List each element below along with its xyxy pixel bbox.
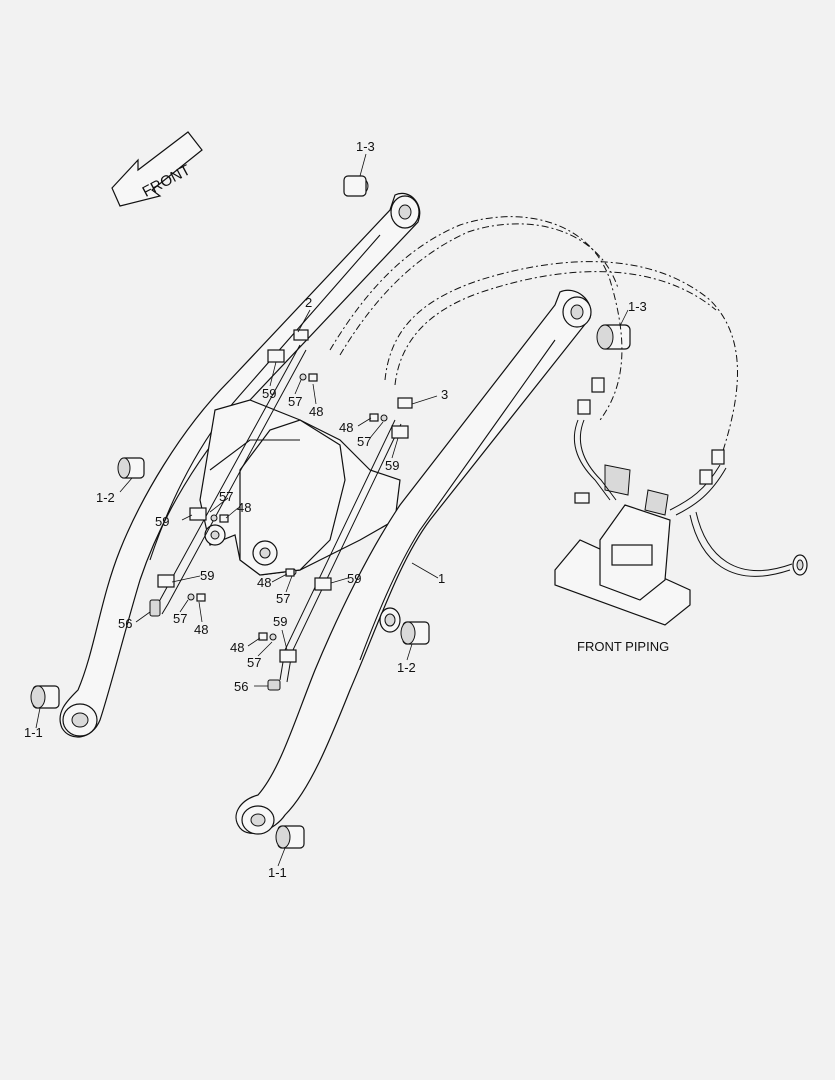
clamp-59-d xyxy=(391,425,409,439)
callout-57-a: 57 xyxy=(288,394,302,409)
hose-bracket-2 xyxy=(293,329,309,341)
callout-57-d: 57 xyxy=(173,611,187,626)
callout-59-f: 59 xyxy=(273,614,287,629)
callout-1: 1 xyxy=(438,571,445,586)
front-piping-caption: FRONT PIPING xyxy=(577,639,669,654)
pipe-fitting-56-right xyxy=(267,679,281,691)
callout-59-d: 59 xyxy=(200,568,214,583)
callout-1-3-right: 1-3 xyxy=(628,299,647,314)
callout-1-3-left: 1-3 xyxy=(356,139,375,154)
clamp-59-f xyxy=(279,649,297,663)
callout-56-a: 56 xyxy=(118,616,132,631)
front-piping-inset: FRONT PIPING xyxy=(554,377,808,654)
bushing-1-1-right xyxy=(275,825,305,849)
callout-48-e: 48 xyxy=(257,575,271,590)
callout-labels: 1-3 1-3 1-2 1-2 1-1 1-1 1 2 3 59 57 48 4… xyxy=(24,139,647,880)
clamp-59-c xyxy=(157,574,175,588)
pipe-fitting-56-left xyxy=(149,599,161,617)
callout-56-b: 56 xyxy=(234,679,248,694)
callout-57-b: 57 xyxy=(357,434,371,449)
callout-59-b: 59 xyxy=(385,458,399,473)
left-boom-arm xyxy=(59,192,421,738)
callout-1-2-right: 1-2 xyxy=(397,660,416,675)
callout-59-a: 59 xyxy=(262,386,276,401)
callout-1-1-right: 1-1 xyxy=(268,865,287,880)
callout-1-1-left: 1-1 xyxy=(24,725,43,740)
front-direction-arrow: FRONT xyxy=(111,131,203,207)
callout-48-d: 48 xyxy=(194,622,208,637)
bushing-1-2-right xyxy=(400,621,430,645)
callout-57-f: 57 xyxy=(247,655,261,670)
callout-1-2-left: 1-2 xyxy=(96,490,115,505)
clamp-59-b xyxy=(189,507,207,521)
right-boom-arm xyxy=(235,289,592,835)
center-cross-frame xyxy=(199,399,401,576)
hydraulic-hoses xyxy=(329,216,738,461)
fasteners xyxy=(187,373,388,641)
callout-48-a: 48 xyxy=(309,404,323,419)
callout-48-f: 48 xyxy=(230,640,244,655)
hose-bracket-3 xyxy=(397,397,413,409)
callout-48-b: 48 xyxy=(339,420,353,435)
bushing-1-3-left xyxy=(343,175,369,197)
clamp-59-a xyxy=(267,349,285,363)
callout-59-e: 59 xyxy=(347,571,361,586)
clamp-59-e xyxy=(314,577,332,591)
callout-59-c: 59 xyxy=(155,514,169,529)
bushing-1-2-left xyxy=(117,457,145,479)
callout-48-c: 48 xyxy=(237,500,251,515)
bushing-1-3-right xyxy=(596,324,631,350)
callout-57-c: 57 xyxy=(219,489,233,504)
leader-lines xyxy=(35,153,629,867)
callout-2: 2 xyxy=(305,295,312,310)
pipe-clamps xyxy=(157,329,413,663)
callout-57-e: 57 xyxy=(276,591,290,606)
bushing-1-1-left xyxy=(30,685,60,709)
callout-3: 3 xyxy=(441,387,448,402)
